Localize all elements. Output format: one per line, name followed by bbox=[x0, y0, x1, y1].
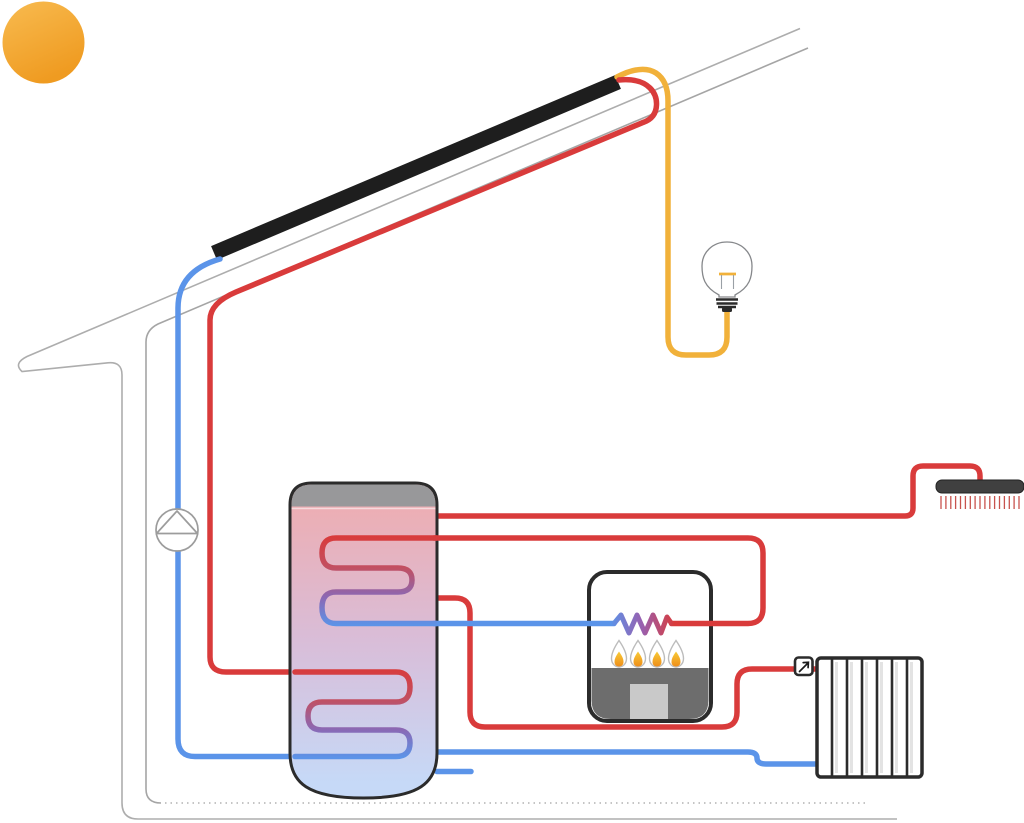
bulb-filament-supports bbox=[720, 275, 735, 289]
radiator-fins bbox=[830, 659, 913, 776]
boiler-flames bbox=[610, 639, 685, 668]
radiator-return-pipe bbox=[434, 749, 820, 767]
pump bbox=[155, 508, 199, 552]
radiator bbox=[815, 656, 924, 779]
tank-upper-coil bbox=[319, 535, 437, 627]
bulb-contact bbox=[722, 307, 732, 312]
tank-lower-coil bbox=[292, 669, 413, 760]
solar-panel bbox=[211, 75, 621, 260]
bulb-screw-base bbox=[716, 298, 738, 309]
valve-arrow-icon bbox=[798, 661, 810, 673]
dhw-pipe bbox=[431, 463, 983, 519]
shower-streams bbox=[940, 496, 1020, 509]
bulb-glass bbox=[701, 241, 753, 298]
pump-triangle bbox=[155, 510, 199, 535]
light-bulb bbox=[701, 241, 753, 312]
boiler bbox=[587, 570, 713, 723]
pv-wire bbox=[614, 66, 730, 358]
sun bbox=[2, 1, 85, 84]
house-outline bbox=[17, 27, 897, 820]
boiler-vent bbox=[630, 684, 668, 719]
storage-tank bbox=[288, 481, 439, 800]
solar-hot-pipe bbox=[207, 76, 660, 675]
shower-head bbox=[935, 479, 1024, 494]
roof-outer-line bbox=[17, 27, 897, 820]
tank-cap bbox=[291, 484, 436, 507]
roof-inner-line bbox=[145, 47, 809, 804]
boiler-heat-exchanger bbox=[319, 535, 766, 636]
boiler-hot-riser bbox=[431, 535, 766, 627]
radiator-valve bbox=[793, 656, 814, 677]
heating-element-zigzag bbox=[611, 612, 674, 636]
tank-body bbox=[288, 481, 439, 800]
radiator-supply-pipe bbox=[434, 595, 820, 730]
